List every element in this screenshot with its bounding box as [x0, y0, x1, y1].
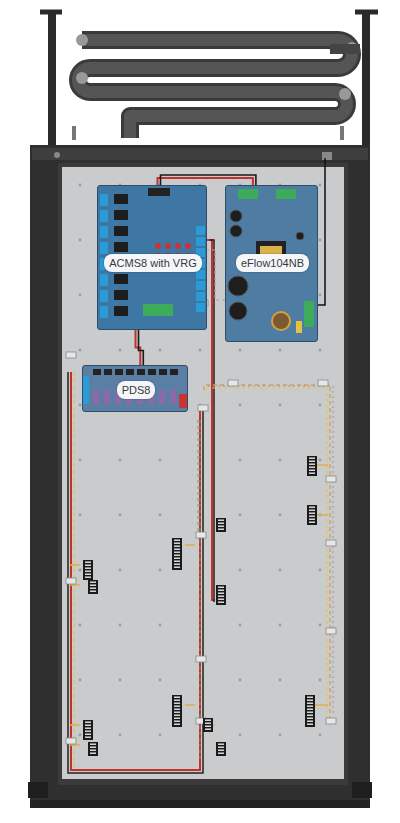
board-label: eFlow104NB — [236, 254, 309, 272]
acms8-board: ACMS8 with VRG — [97, 185, 207, 330]
terminal-blocks — [83, 456, 317, 756]
eflow-power-supply-board: eFlow104NB — [225, 185, 318, 342]
wire-clips — [66, 300, 336, 744]
board-label: PDS8 — [117, 381, 156, 399]
wire-strand — [158, 178, 253, 185]
wire-strand — [161, 175, 256, 185]
cable-hinge — [40, 10, 378, 150]
power-wire — [136, 330, 144, 365]
pds8-board: PDS8 — [82, 365, 188, 412]
field-wiring — [68, 158, 333, 773]
wire-strand — [139, 330, 144, 365]
power-wire — [158, 175, 256, 185]
enclosure-frame — [28, 145, 372, 808]
board-label: ACMS8 with VRG — [104, 254, 201, 272]
